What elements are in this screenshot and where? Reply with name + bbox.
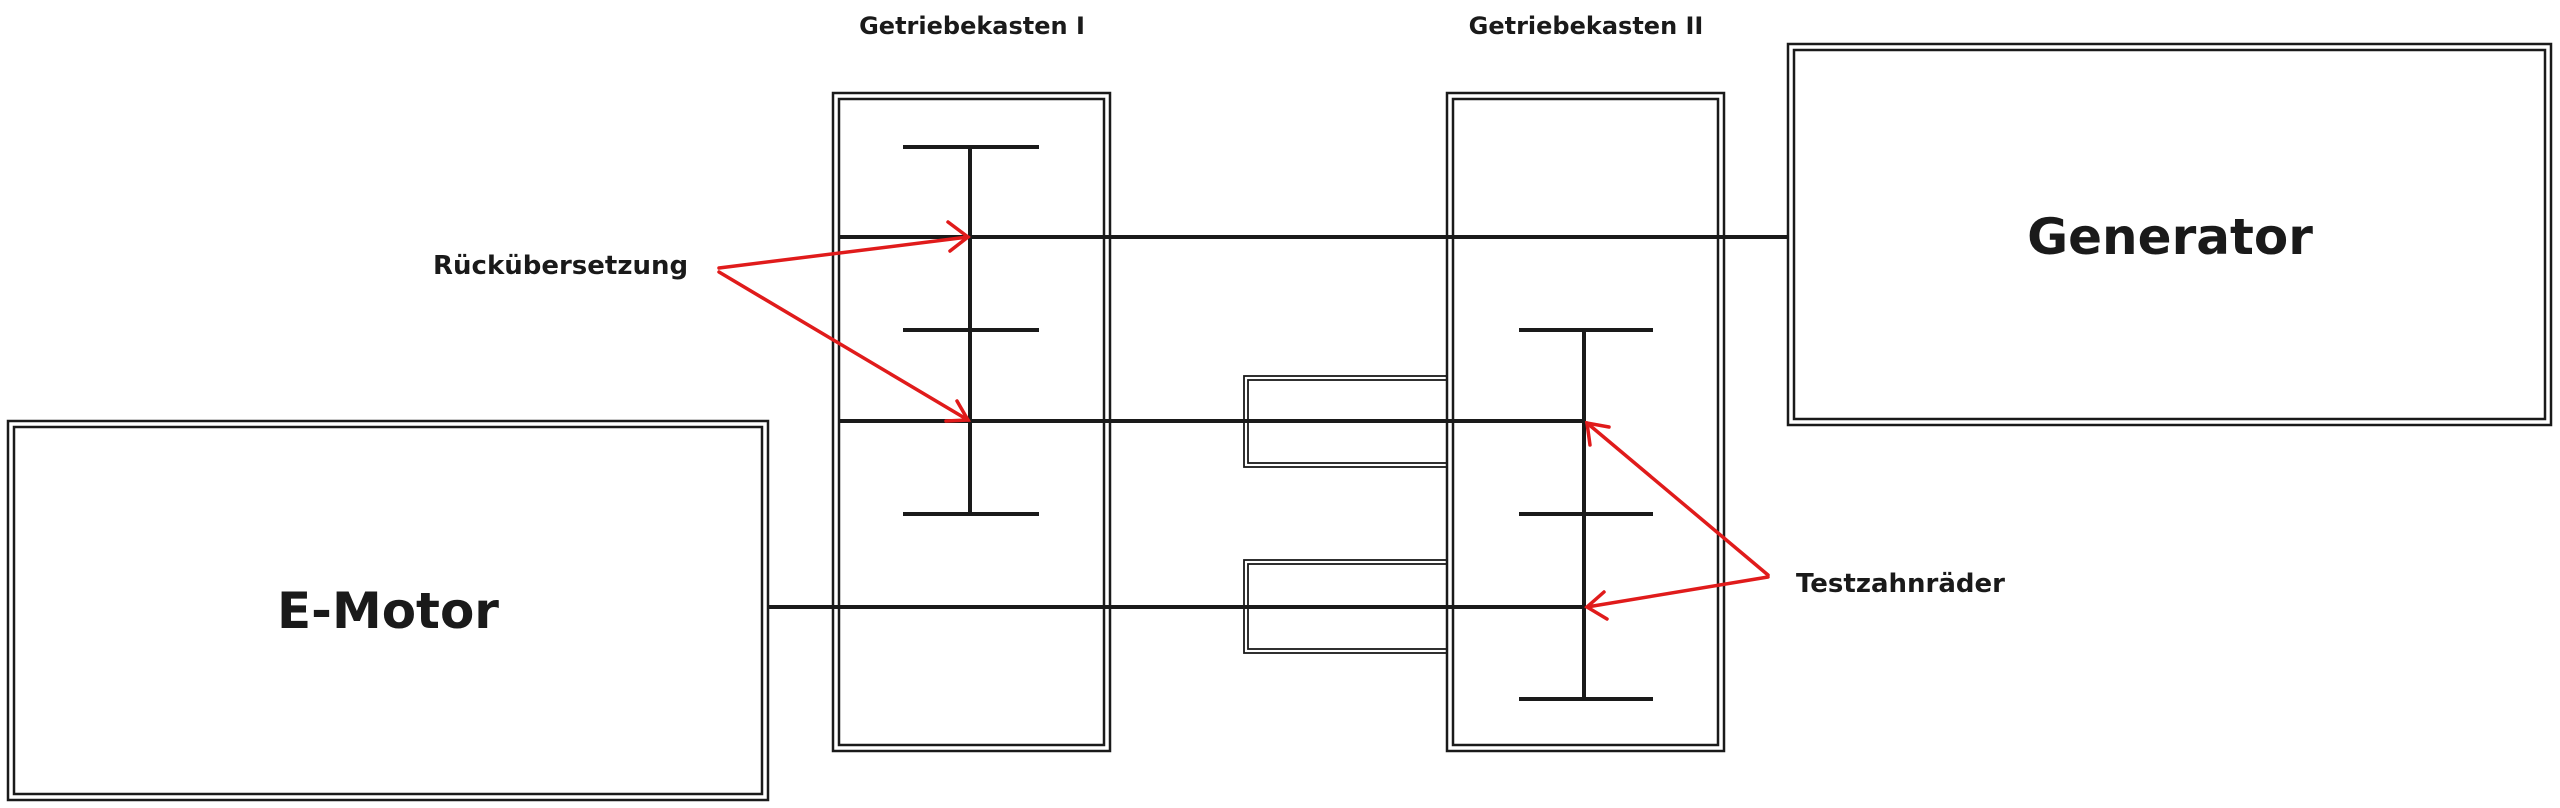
gearbox-1: Getriebekasten I [831,12,1112,753]
back-ratio-arrows [717,220,971,423]
gearbox-2-title: Getriebekasten II [1469,12,1704,40]
e-motor-label: E-Motor [277,582,499,640]
gearbox-1-title: Getriebekasten I [859,12,1085,40]
test-gears-arrows [1584,420,1770,621]
gear-set-2 [1519,328,1653,701]
gear-set-1 [903,145,1039,516]
generator-block: Generator [1786,42,2553,427]
annotation-test-gears: Testzahnräder [1796,569,2005,599]
annotation-back-ratio: Rückübersetzung [433,251,688,281]
e-motor-block: E-Motor [6,419,770,802]
generator-label: Generator [2027,208,2313,266]
